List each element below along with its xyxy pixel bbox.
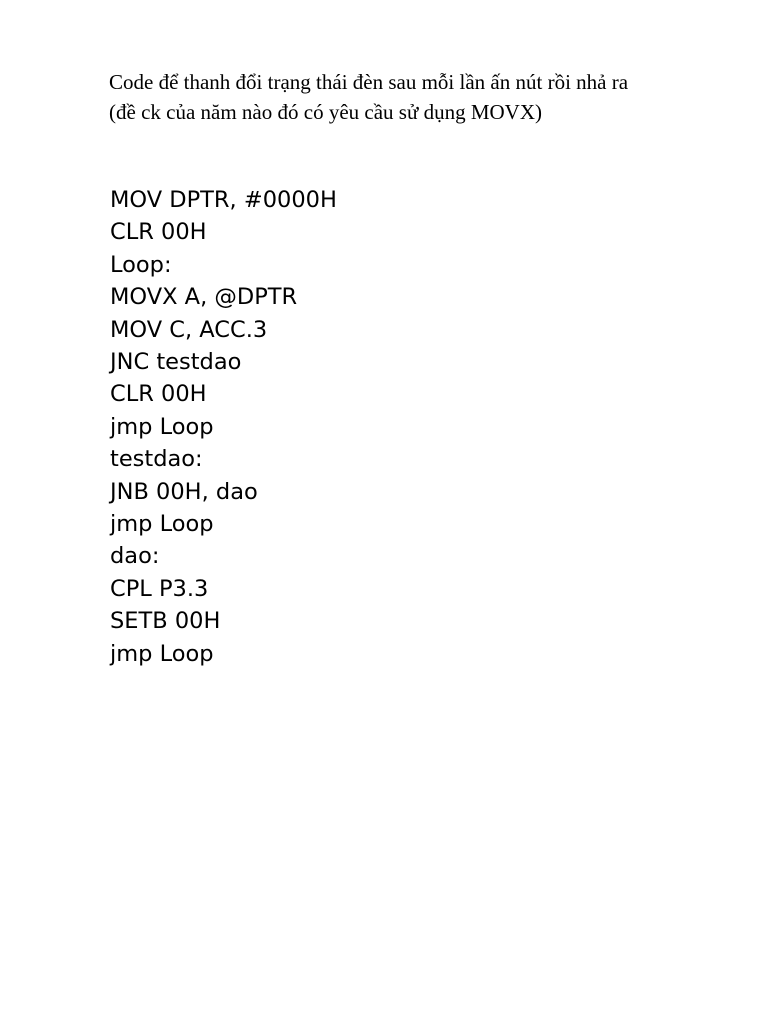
code-line: CPL P3.3 xyxy=(110,575,209,602)
code-line: MOV C, ACC.3 xyxy=(110,316,268,343)
intro-line: Code để thanh đổi trạng thái đèn sau mỗi… xyxy=(109,70,629,94)
code-line: JNC testdao xyxy=(110,349,242,376)
code-line: JNB 00H, dao xyxy=(110,478,258,505)
code-label-line: testdao: xyxy=(110,446,203,473)
code-line: CLR 00H xyxy=(110,219,207,246)
code-label-line: Loop: xyxy=(110,251,172,278)
code-line: jmp Loop xyxy=(110,413,214,440)
code-label-line: dao: xyxy=(110,543,160,570)
intro-paragraph: Code để thanh đổi trạng thái đèn sau mỗi… xyxy=(109,67,729,127)
code-line: jmp Loop xyxy=(110,640,214,667)
code-line: MOVX A, @DPTR xyxy=(110,284,298,311)
code-line: MOV DPTR, #0000H xyxy=(110,187,337,213)
assembly-code-block: MOV DPTR, #0000H CLR 00H Loop: MOVX A, @… xyxy=(110,184,610,670)
code-line: CLR 00H xyxy=(110,381,207,408)
code-line: jmp Loop xyxy=(110,511,214,538)
code-line: SETB 00H xyxy=(110,608,221,635)
intro-line: (đề ck của năm nào đó có yêu cầu sử dụng… xyxy=(109,100,543,124)
